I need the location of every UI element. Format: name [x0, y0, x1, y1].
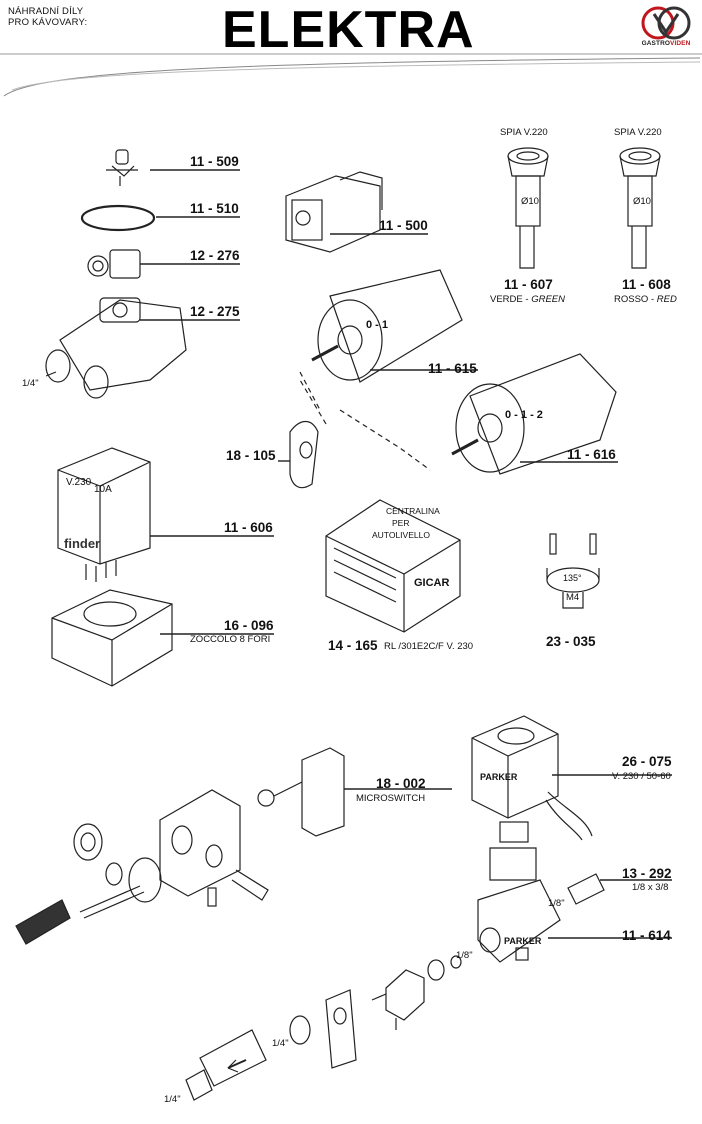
part-number-11-509: 11 - 509 [190, 154, 239, 169]
relay-amps: 10A [94, 484, 112, 495]
logo-mark-icon [641, 6, 691, 40]
part-11-607-drawing [507, 147, 549, 269]
gastroviden-logo: GASTROVIDEN [636, 4, 696, 54]
header-subtitle-line1: NÁHRADNÍ DÍLY [8, 6, 84, 17]
part-number-23-035: 23 - 035 [546, 634, 596, 649]
part-16-096-drawing [51, 589, 274, 687]
part-number-11-615: 11 - 615 [428, 361, 477, 376]
page-title: ELEKTRA [222, 1, 475, 59]
thread-label-eighth-2: 1/8" [456, 950, 473, 961]
part-11-608-drawing [619, 147, 661, 269]
part-26-075-drawing [471, 715, 672, 841]
lamp-label-2: SPIA V.220 [614, 127, 662, 138]
part-11-615-drawing [311, 269, 478, 383]
part-11-500-drawing [285, 171, 428, 253]
part-23-035-drawing [546, 533, 600, 609]
logo-text: GASTROVIDEN [636, 40, 696, 47]
part-number-11-616: 11 - 616 [567, 447, 616, 462]
valve-brand: PARKER [504, 936, 542, 946]
control-label-1: CENTRALINA [386, 506, 440, 516]
part-11-616-drawing [451, 353, 618, 475]
part-number-11-510: 11 - 510 [190, 201, 239, 216]
thermostat-temp: 135° [563, 573, 582, 583]
relay-voltage: V.230 [66, 477, 92, 488]
part-11-509-drawing [106, 149, 240, 186]
coil-brand: PARKER [480, 772, 518, 782]
part-11-608-color: ROSSO - RED [614, 294, 677, 305]
part-number-18-002: 18 - 002 [376, 776, 426, 791]
part-number-11-614: 11 - 614 [622, 928, 671, 943]
part-number-12-276: 12 - 276 [190, 248, 240, 263]
part-13-292-drawing [567, 873, 672, 905]
control-brand: GICAR [414, 577, 450, 589]
switch-positions-1: 0 - 1 [366, 319, 389, 331]
thread-label-quarter: 1/4" [22, 378, 39, 389]
logo-text-main: GASTRO [641, 40, 671, 47]
lamp-diameter-2: Ø10 [633, 196, 651, 207]
part-11-607-color-en: GREEN [531, 294, 565, 305]
switch-positions-2: 0 - 1 - 2 [505, 409, 543, 421]
lamp-diameter-1: Ø10 [521, 196, 539, 207]
thread-label-quarter-2: 1/4" [272, 1038, 289, 1049]
part-number-11-607: 11 - 607 [504, 277, 553, 292]
part-number-13-292: 13 - 292 [622, 866, 672, 881]
lever-assembly-drawing [15, 789, 269, 945]
fittings-drawing [185, 955, 462, 1101]
part-11-608-color-it: ROSSO - [614, 294, 657, 305]
part-11-606-drawing [57, 447, 274, 582]
header-subtitle-line2: PRO KÁVOVARY: [8, 17, 88, 28]
part-number-11-606: 11 - 606 [224, 520, 273, 535]
part-number-11-608: 11 - 608 [622, 277, 671, 292]
part-12-275-drawing [45, 297, 240, 399]
logo-text-accent: VIDEN [670, 40, 691, 47]
part-number-18-105: 18 - 105 [226, 448, 276, 463]
part-26-075-desc: V. 230 / 50-60 [612, 771, 671, 782]
relay-brand: finder [64, 536, 101, 551]
part-11-614-drawing [477, 821, 672, 963]
part-11-607-color-it: VERDE - [490, 294, 532, 305]
control-label-2: PER [392, 518, 410, 528]
thread-label-eighth-1: 1/8" [548, 898, 565, 909]
part-number-16-096: 16 - 096 [224, 618, 274, 633]
part-18-002-drawing [257, 747, 452, 837]
part-18-002-desc: MICROSWITCH [356, 793, 426, 804]
part-14-165-desc: RL /301E2C/F V. 230 [384, 641, 474, 652]
lamp-label-1: SPIA V.220 [500, 127, 548, 138]
part-number-26-075: 26 - 075 [622, 754, 672, 769]
thread-label-quarter-3: 1/4" [164, 1094, 181, 1105]
thermostat-thread: M4 [566, 592, 580, 603]
part-number-14-165: 14 - 165 [328, 638, 378, 653]
part-number-12-275: 12 - 275 [190, 304, 240, 319]
part-11-607-color: VERDE - GREEN [490, 294, 565, 305]
part-number-11-500: 11 - 500 [379, 218, 428, 233]
part-12-276-drawing [87, 249, 240, 279]
part-14-165-drawing [325, 499, 461, 633]
part-13-292-desc: 1/8 x 3/8 [632, 882, 669, 893]
part-18-105-drawing [278, 420, 319, 489]
part-16-096-desc: ZOCCOLO 8 FORI [190, 634, 271, 645]
header-subtitle: NÁHRADNÍ DÍLY PRO KÁVOVARY: [8, 6, 87, 28]
part-11-608-color-en: RED [656, 294, 677, 305]
control-label-3: AUTOLIVELLO [372, 530, 430, 540]
